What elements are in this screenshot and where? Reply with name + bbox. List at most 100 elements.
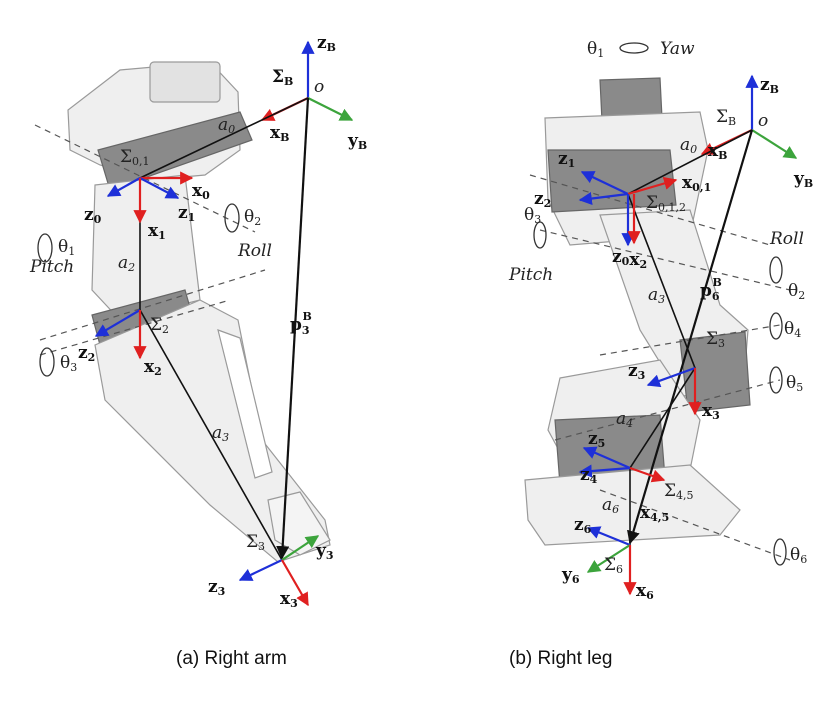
svg-text:y6: y6: [561, 565, 580, 586]
leg-axis-ankle-roll: [599, 489, 791, 561]
leg-frame45-label: Σ: [664, 481, 676, 501]
svg-text:Σ2: Σ2: [150, 315, 169, 336]
svg-text:y3: y3: [315, 541, 334, 562]
arm-z1-label: z: [178, 203, 188, 223]
arm-frame2-axes: [94, 309, 147, 360]
leg-a3-label: a: [648, 285, 658, 305]
svg-text:a0: a0: [680, 135, 697, 156]
svg-text:Σ0,1: Σ0,1: [120, 147, 150, 168]
svg-text:x0,1: x0,1: [682, 173, 711, 194]
leg-rot-theta3: [533, 221, 547, 249]
arm-rot-theta3: [39, 347, 55, 377]
leg-z4-label: z: [580, 465, 590, 485]
arm-roll-label: Roll: [237, 241, 272, 261]
leg-rotation-glyphs: [533, 42, 787, 566]
leg-foot: [524, 464, 741, 546]
arm-z3-axis: [238, 559, 283, 581]
svg-text:a4: a4: [616, 409, 633, 430]
leg-x45-axis: [629, 466, 666, 483]
arm-y3-label: y: [315, 541, 327, 561]
svg-text:θ3: θ3: [524, 205, 541, 226]
leg-axis-ankle-pitch: [554, 379, 781, 441]
leg-z0-label: z: [612, 247, 622, 267]
svg-text:x3: x3: [702, 401, 720, 422]
arm-body: [67, 61, 331, 563]
arm-frame01-axes: [106, 171, 194, 224]
svg-text:θ5: θ5: [786, 373, 803, 394]
arm-pitch-label: Pitch: [29, 257, 74, 277]
arm-x0-label: x: [192, 181, 203, 201]
arm-frame-base-label: Σ: [272, 67, 284, 87]
arm-z2-axis: [94, 309, 141, 337]
svg-text:ΣB: ΣB: [716, 107, 736, 128]
arm-rot-theta2: [224, 203, 240, 233]
svg-text:a3: a3: [648, 285, 665, 306]
leg-link-a0: [627, 129, 753, 195]
leg-z1-label: z: [558, 149, 568, 169]
arm-rot-theta1: [37, 233, 53, 263]
arm-vector-p3B: [276, 97, 310, 560]
svg-text:a6: a6: [602, 495, 619, 516]
svg-text:θ1: θ1: [58, 237, 75, 258]
svg-text:z2: z2: [78, 343, 95, 364]
leg-frame012-label: Σ: [646, 193, 658, 213]
arm-theta3-label: θ: [60, 353, 70, 373]
leg-theta4-label: θ: [784, 319, 794, 339]
arm-theta1-label: θ: [58, 237, 68, 257]
leg-axis-hip-roll: [539, 229, 791, 291]
leg-rot-theta1: [619, 42, 649, 54]
arm-link-a0: [139, 97, 309, 179]
arm-labels: zB ΣB o xB yB a0 Σ0,1 x0 z0 z1 x1 θ1 θ2 …: [29, 33, 367, 610]
svg-text:θ4: θ4: [784, 319, 801, 340]
svg-text:Σ6: Σ6: [604, 555, 623, 576]
leg-link-a3: [627, 193, 696, 369]
svg-text:zB: zB: [317, 33, 336, 54]
svg-text:Σ3: Σ3: [706, 329, 725, 350]
leg-rot-theta2: [769, 256, 783, 284]
leg-x01-label: x: [682, 173, 693, 193]
arm-z0-axis: [106, 177, 141, 197]
svg-text:x0: x0: [192, 181, 210, 202]
leg-x45-label: x: [640, 503, 651, 523]
arm-a3-label: a: [212, 423, 222, 443]
arm-forearm-plate: [94, 299, 331, 563]
svg-text:xB: xB: [708, 141, 727, 162]
arm-zB-label: z: [317, 33, 327, 53]
arm-a2-label: a: [118, 253, 128, 273]
leg-frame-base-label: Σ: [716, 107, 728, 127]
leg-labels: θ1 Yaw zB ΣB o a0 xB yB z1 x0,1 z2 Σ0,1,…: [508, 39, 813, 602]
arm-xB-label: x: [270, 123, 281, 143]
arm-y3-axis: [281, 535, 320, 561]
arm-z1-axis: [139, 177, 180, 199]
leg-x2-label: x: [629, 250, 640, 270]
leg-y6-axis: [586, 544, 631, 573]
svg-text:xB: xB: [270, 123, 289, 144]
arm-frame01-label: Σ: [120, 147, 132, 167]
arm-frame3-axes: [238, 535, 320, 607]
arm-z3-label: z: [208, 577, 218, 597]
svg-text:ΣB: ΣB: [272, 67, 293, 88]
leg-x6-label: x: [636, 581, 647, 601]
svg-text:z2: z2: [534, 189, 551, 210]
leg-zB-label: z: [760, 75, 770, 95]
svg-text:θ2: θ2: [244, 207, 261, 228]
leg-z1-axis: [580, 171, 629, 195]
leg-a0-label: a: [680, 135, 690, 155]
leg-theta3-label: θ: [524, 205, 534, 225]
svg-text:x4,5: x4,5: [640, 503, 669, 524]
svg-text:zB: zB: [760, 75, 779, 96]
arm-theta2-label: θ: [244, 207, 254, 227]
svg-text:Σ4,5: Σ4,5: [664, 481, 694, 502]
svg-text:p3B: p3B: [290, 310, 312, 337]
svg-text:a0: a0: [218, 115, 235, 136]
leg-rot-theta5: [769, 366, 783, 394]
leg-rot-theta4: [769, 312, 783, 340]
leg-x01-axis: [627, 176, 678, 196]
svg-text:yB: yB: [347, 131, 367, 152]
leg-z6-axis: [586, 526, 631, 547]
leg-yaw-label: Yaw: [660, 39, 695, 59]
leg-theta2-label: θ: [788, 281, 798, 301]
leg-theta5-label: θ: [786, 373, 796, 393]
svg-text:z3: z3: [208, 577, 225, 598]
svg-text:p6B: p6B: [700, 276, 722, 303]
